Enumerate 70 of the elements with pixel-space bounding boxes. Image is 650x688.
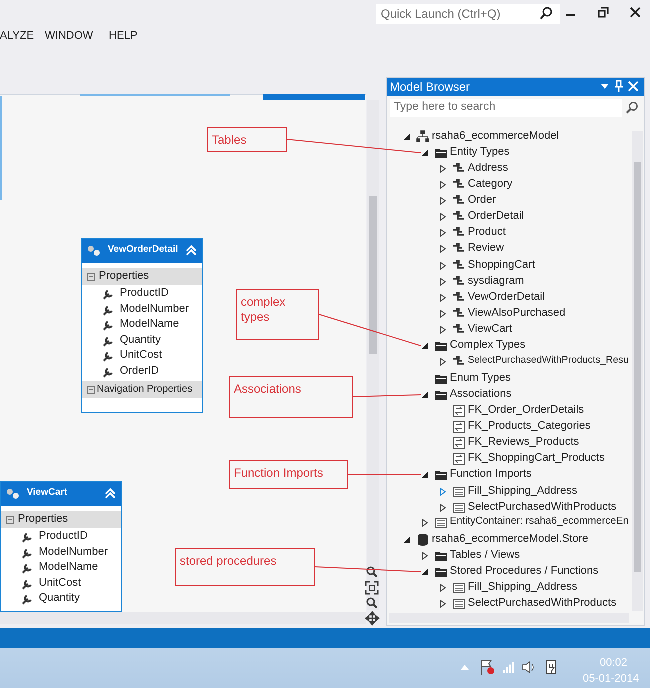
property-name: ProductID <box>39 530 88 542</box>
search-field: Quick Launch (Ctrl+Q) <box>376 4 560 24</box>
property-name: UnitCost <box>39 576 82 588</box>
leader-line <box>352 394 422 398</box>
tree-item-label: FK_Reviews_Products <box>468 436 580 448</box>
model-browser-panel <box>386 77 645 626</box>
tree-item-label: Fill_Shipping_Address <box>468 485 578 497</box>
section-header: Properties <box>18 513 68 525</box>
annotation-text: Tables <box>212 133 248 148</box>
clock-time: 00:02 <box>600 657 628 669</box>
tree-item-label: ShoppingCart <box>468 259 536 271</box>
menu-item: WINDOW <box>45 30 94 42</box>
entity-box <box>81 238 203 413</box>
tree-item-label: FK_Order_OrderDetails <box>468 404 584 416</box>
clock-date: 05-01-2014 <box>583 673 640 685</box>
tree-item-label: FK_Products_Categories <box>468 420 591 432</box>
tree-item-label: SelectPurchasedWithProducts <box>468 597 617 609</box>
tree-item-label: Stored Procedures / Functions <box>450 565 599 577</box>
tree-item-label: Tables / Views <box>450 549 520 561</box>
property-name: ModelName <box>39 561 98 573</box>
panel-title: Model Browser <box>390 80 470 94</box>
leader-line <box>314 566 422 572</box>
tree-item-label: Product <box>468 226 506 238</box>
tree-item-label: FK_ShoppingCart_Products <box>468 452 605 464</box>
tree-item-label: Category <box>468 178 513 190</box>
tree-item-label: ViewCart <box>468 323 512 335</box>
tree-item-label: SelectPurchasedWithProducts <box>468 501 617 513</box>
search-field: Type here to search <box>390 99 622 117</box>
tree-item-label: EntityContainer: rsaha6_ecommerceEn <box>450 516 629 527</box>
property-name: ProductID <box>120 287 169 299</box>
tree-item-label: OrderDetail <box>468 210 524 222</box>
leader-line <box>286 139 422 154</box>
annotation-text: complex types <box>241 295 287 325</box>
property-name: ModelNumber <box>120 302 190 314</box>
tree-item-label: ViewAlsoPurchased <box>468 307 566 319</box>
section-header: Properties <box>99 270 150 282</box>
tree-item-label: sysdiagram <box>468 275 524 287</box>
tree-item-label: VewOrderDetail <box>468 291 546 303</box>
entity-title: ViewCart <box>27 487 68 498</box>
tree-item-label: rsaha6_ecommerceModel.Store <box>432 533 589 545</box>
tree-item-label: Entity Types <box>450 146 510 158</box>
annotation-box <box>236 289 319 340</box>
tree-item-label: SelectPurchasedWithProducts_Resu <box>468 355 629 366</box>
menu-item: ALYZE <box>0 30 34 42</box>
tree-item-label: Order <box>468 194 496 206</box>
property-name: ModelName <box>120 318 180 330</box>
annotation-box <box>207 127 287 152</box>
property-name: UnitCost <box>120 349 162 361</box>
entity-title: VewOrderDetail <box>108 244 178 255</box>
leader-line <box>318 314 422 346</box>
menu-item: HELP <box>109 30 138 42</box>
annotation-box <box>175 548 315 586</box>
annotation-box <box>229 376 353 418</box>
tree-item-label: Enum Types <box>450 372 511 384</box>
entity-box <box>0 481 122 612</box>
tree-item-label: Associations <box>450 388 512 400</box>
section-header: Navigation Properties <box>97 384 193 395</box>
property-name: ModelNumber <box>39 546 108 558</box>
annotation-text: stored procedures <box>180 554 278 569</box>
tree-item-label: Address <box>468 162 508 174</box>
tree-item-label: Complex Types <box>450 339 526 351</box>
annotation-text: Function Imports <box>234 466 324 481</box>
tree-item-label: Review <box>468 242 504 254</box>
annotation-box <box>229 460 348 489</box>
property-name: Quantity <box>39 592 80 604</box>
leader-line <box>348 474 422 476</box>
annotation-text: Associations <box>234 382 302 397</box>
property-name: Quantity <box>120 334 161 346</box>
tree-item-label: Function Imports <box>450 468 532 480</box>
property-name: OrderID <box>120 364 160 376</box>
